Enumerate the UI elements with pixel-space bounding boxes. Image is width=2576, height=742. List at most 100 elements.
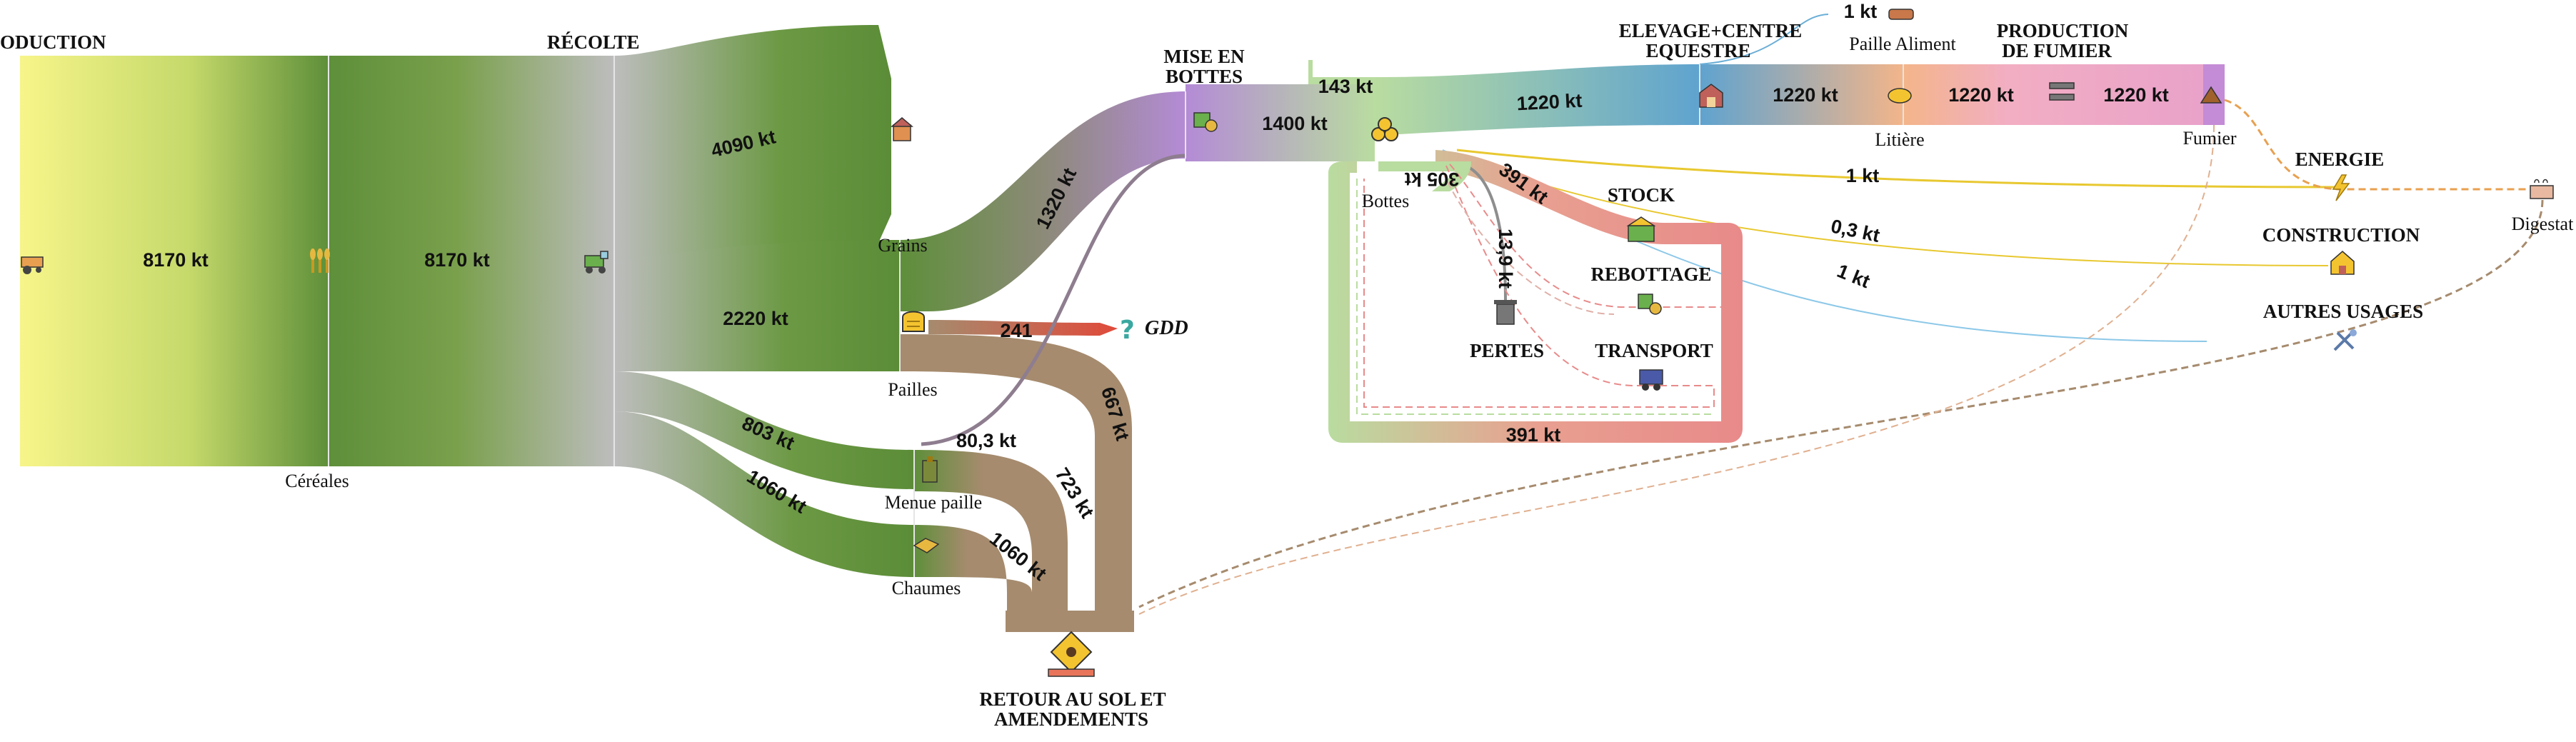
flow-bottes-elevage — [1375, 64, 1700, 136]
node-label-cereales: Céréales — [285, 471, 349, 491]
value-production-cereales: 8170 kt — [143, 249, 209, 271]
value-autres-usages: 1 kt — [1834, 260, 1873, 292]
flow-paille-aliment — [1699, 14, 1829, 65]
node-label-grains: Grains — [878, 235, 927, 256]
barn-icon — [1699, 84, 1723, 108]
node-label-menue-paille: Menue paille — [885, 492, 982, 513]
flow-pailles — [614, 240, 900, 371]
value-paille-aliment: 1 kt — [1844, 1, 1878, 22]
value-elevage: 1220 kt — [1516, 90, 1583, 115]
value-menue-bottes: 80,3 kt — [956, 430, 1016, 451]
node-label-chaumes: Chaumes — [892, 578, 961, 598]
baler-icon — [1638, 294, 1662, 315]
node-label-gdd: GDD — [1145, 317, 1188, 339]
value-litiere-out: 1220 kt — [1948, 84, 2014, 106]
question-icon: ? — [1120, 316, 1135, 345]
value-fumier: 1220 kt — [2103, 84, 2169, 106]
wheat-icon — [310, 249, 330, 273]
header-elevage-2: EQUESTRE — [1645, 40, 1750, 61]
trash-icon — [1494, 300, 1517, 325]
flow-gdd — [928, 320, 1118, 336]
flow-pertes — [1460, 163, 1507, 301]
tools-icon — [2333, 329, 2357, 351]
flow-menue-paille — [614, 371, 914, 489]
value-cereales-recolte: 8170 kt — [424, 249, 490, 271]
flow-pailles-bottes — [900, 91, 1186, 311]
straw-feed-icon — [1888, 9, 1914, 20]
header-autres-usages: AUTRES USAGES — [2263, 301, 2423, 322]
node-label-digestat: Digestat — [2512, 214, 2574, 234]
hay-bale-icon — [902, 311, 925, 332]
node-label-litiere: Litière — [1875, 129, 1924, 150]
value-stock-return: 391 kt — [1506, 424, 1561, 446]
header-rebottage: REBOTTAGE — [1590, 264, 1711, 285]
flow-cereales-recolte — [329, 56, 614, 466]
manure-icon — [2200, 86, 2222, 104]
warehouse-icon — [1626, 216, 1656, 242]
truck-icon — [1639, 369, 1663, 391]
header-production: ODUCTION — [0, 31, 106, 53]
value-energie: 1 kt — [1846, 165, 1880, 186]
node-labels: Céréales Grains Pailles Menue paille Cha… — [285, 34, 2574, 598]
icons: ? — [21, 9, 2554, 677]
header-transport: TRANSPORT — [1595, 340, 1713, 361]
lightning-icon — [2332, 174, 2350, 201]
tools-icon — [2049, 82, 2075, 101]
flow-pailles-retour — [900, 334, 1132, 632]
value-gdd: 241 — [1000, 320, 1032, 341]
flow-autres-usages — [1442, 149, 2207, 342]
node-label-paille-aliment: Paille Aliment — [1849, 34, 1956, 54]
header-pertes: PERTES — [1470, 340, 1544, 361]
silo-icon — [890, 117, 914, 141]
flow-digestat-retour — [1138, 199, 2544, 608]
value-pailles: 2220 kt — [723, 308, 788, 329]
tractor-icon — [21, 256, 44, 274]
header-construction: CONSTRUCTION — [2262, 224, 2420, 246]
flow-grains — [614, 25, 891, 261]
flow-elevage-litiere — [1700, 64, 1903, 125]
flow-fumier-energie — [2224, 99, 2542, 191]
header-energie: ENERGIE — [2295, 149, 2385, 170]
flow-mise-en-bottes — [1186, 84, 1375, 161]
header-production-fumier-2: DE FUMIER — [2002, 40, 2112, 61]
hay-bale-icon — [913, 538, 940, 553]
header-production-fumier-1: PRODUCTION — [1997, 20, 2129, 41]
value-pertes: 13,9 kt — [1495, 229, 1516, 289]
value-mise-en-bottes: 1400 kt — [1262, 113, 1328, 134]
combine-harvester-icon — [584, 251, 608, 274]
node-label-pailles: Pailles — [888, 379, 937, 400]
return-to-soil-icon — [1048, 631, 1095, 677]
straw-feed-icon — [922, 456, 938, 483]
flow-production-cereales — [20, 56, 329, 466]
flows — [20, 14, 2544, 632]
value-bottes-back: 305 kt — [1405, 169, 1460, 190]
flow-energie — [1456, 149, 2336, 189]
node-label-fumier: Fumier — [2182, 128, 2236, 149]
flow-fumier-retour — [1138, 124, 2215, 615]
baler-icon — [1193, 112, 1218, 132]
header-stock: STOCK — [1608, 184, 1675, 206]
flow-dashed-loops — [1356, 164, 1721, 415]
header-retour-2: AMENDEMENTS — [994, 708, 1148, 730]
value-loop: 143 kt — [1318, 76, 1373, 97]
value-litiere-in: 1220 kt — [1773, 84, 1838, 106]
digestate-icon — [2530, 179, 2554, 199]
header-mise-en-bottes-1: MISE EN — [1163, 46, 1245, 67]
round-bales-icon — [1371, 117, 1398, 141]
house-icon — [2330, 251, 2355, 275]
flow-menue-bottes — [921, 154, 1186, 446]
svg-text:?: ? — [1120, 316, 1135, 345]
flow-menue-retour — [914, 450, 1068, 632]
value-construction: 0,3 kt — [1829, 215, 1882, 246]
header-recolte: RÉCOLTE — [547, 31, 640, 53]
header-retour-1: RETOUR AU SOL ET — [979, 688, 1166, 710]
flow-chaumes-retour — [914, 525, 1032, 632]
node-label-bottes: Bottes — [1362, 191, 1409, 211]
hay-bale-icon — [1888, 88, 1912, 104]
header-elevage-1: ELEVAGE+CENTRE — [1619, 20, 1802, 41]
section-headers: ODUCTION RÉCOLTE MISE EN BOTTES ELEVAGE+… — [0, 20, 2423, 730]
flow-loop — [1308, 60, 1375, 84]
header-mise-en-bottes-2: BOTTES — [1166, 66, 1243, 87]
